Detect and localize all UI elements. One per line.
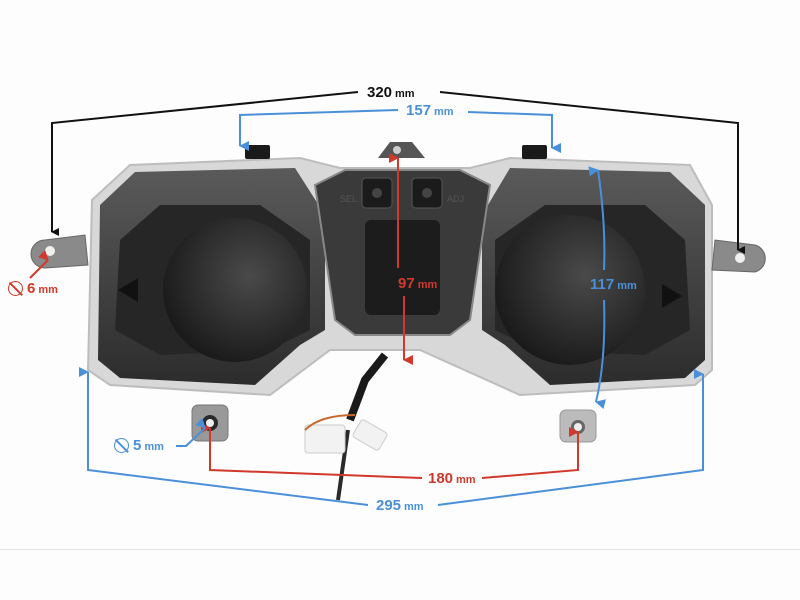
divider-line — [0, 549, 800, 550]
dimension-lines — [29, 91, 745, 506]
center-display — [365, 220, 440, 315]
diameter-icon — [8, 281, 23, 296]
left-gauge-lens — [163, 218, 307, 362]
adj-label: ADJ — [447, 194, 464, 204]
right-turn-arrow-icon — [662, 284, 682, 308]
left-mount-tab — [30, 234, 89, 269]
left-turn-arrow-icon — [118, 278, 138, 302]
connector-plug — [304, 424, 346, 454]
instrument-cluster: SEL ADJ — [30, 142, 766, 501]
right-gauge-lens — [495, 215, 645, 365]
wiring-harness — [346, 352, 389, 422]
diameter-icon — [114, 438, 129, 453]
sel-label: SEL — [340, 194, 357, 204]
